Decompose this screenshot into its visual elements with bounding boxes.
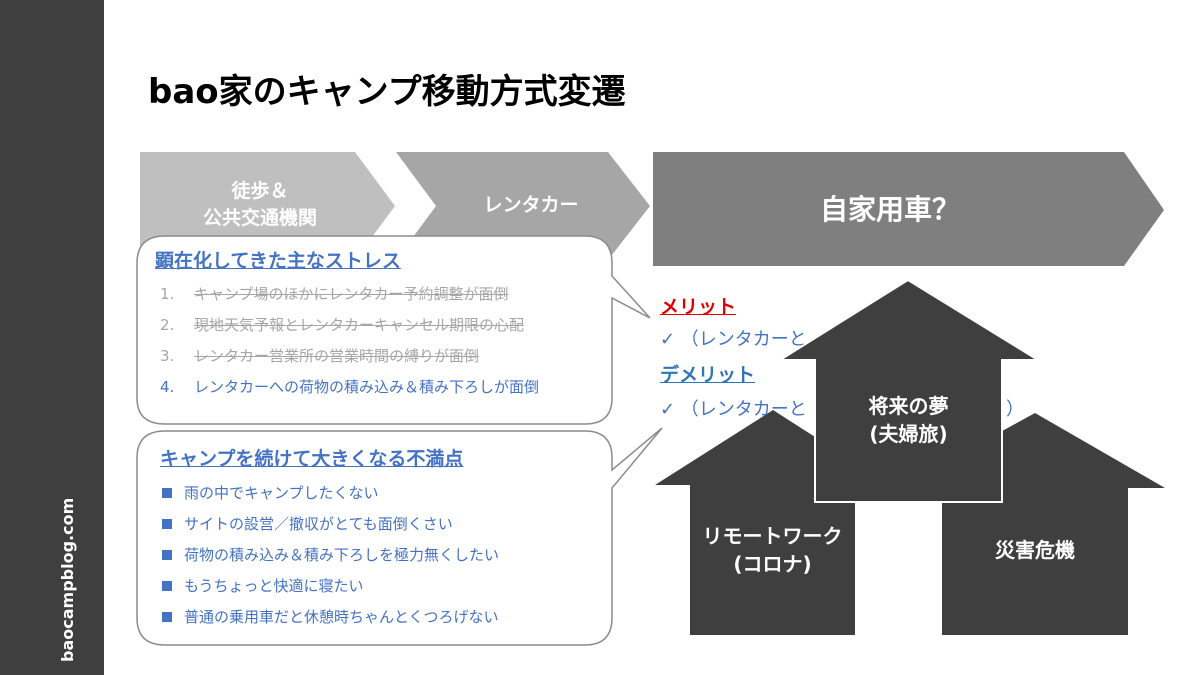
house-center-line2: (夫婦旅) (869, 422, 948, 446)
merit-title: メリット (660, 296, 737, 318)
sidebar: baocampblog.com (0, 0, 104, 675)
list-item: 雨の中でキャンプしたくない (162, 478, 499, 509)
stage-own-label: 自家用車？ (819, 192, 960, 226)
house-right-label: 災害危機 (995, 538, 1075, 562)
stage-rental-label: レンタカー (483, 193, 579, 216)
dissatisfaction-list: 雨の中でキャンプしたくない サイトの設営／撤収がとても面倒くさい 荷物の積み込み… (162, 478, 499, 633)
stress-list: 1.キャンプ場のほかにレンタカー予約調整が面倒 2.現地天気予報とレンタカーキャ… (160, 279, 539, 403)
stage-rental-chevron (396, 152, 650, 260)
square-bullet-icon (162, 612, 172, 622)
list-item: 4.レンタカーへの荷物の積み込み＆積み下ろしが面倒 (160, 378, 540, 396)
dissatisfaction-title: キャンプを続けて大きくなる不満点 (160, 448, 464, 470)
demerit-line-tail: ） (1006, 399, 1024, 420)
page-title: bao家のキャンプ移動方式変遷 (148, 72, 626, 112)
stress-title: 顕在化してきた主なストレス (155, 250, 401, 272)
house-center-line1: 将来の夢 (868, 394, 949, 418)
square-bullet-icon (162, 581, 172, 591)
list-item: 普通の乗用車だと休憩時ちゃんとくつろげない (162, 602, 499, 633)
stage-walk-line2: 公共交通機関 (202, 207, 317, 229)
stage-walk-chevron (140, 152, 395, 260)
list-item: 荷物の積み込み＆積み下ろしを極力無くしたい (162, 540, 499, 571)
house-center-label: 将来の夢 (夫婦旅) (815, 385, 1002, 455)
demerit-title: デメリット (660, 364, 756, 386)
stage-own-chevron (653, 152, 1164, 266)
list-item: 3.レンタカー営業所の営業時間の縛りが面倒 (160, 347, 480, 365)
merit-line: ✓ （レンタカーと (660, 329, 807, 350)
stage-walk-line1: 徒歩＆ (231, 180, 289, 202)
house-center-overlay-shape (776, 278, 1042, 503)
house-left-line2: (コロナ) (733, 552, 812, 576)
stage-walk-label: 徒歩＆ 公共交通機関 (140, 165, 380, 245)
house-left-line1: リモートワーク (702, 524, 843, 548)
list-item: 2.現地天気予報とレンタカーキャンセル期限の心配 (160, 316, 525, 334)
square-bullet-icon (162, 519, 172, 529)
demerit-line: ✓ （レンタカーと (660, 399, 807, 420)
house-left-label: リモートワーク (コロナ) (690, 515, 855, 585)
list-item: もうちょっと快適に寝たい (162, 571, 499, 602)
list-item: 1.キャンプ場のほかにレンタカー予約調整が面倒 (160, 285, 509, 303)
list-item: サイトの設営／撤収がとても面倒くさい (162, 509, 499, 540)
square-bullet-icon (162, 488, 172, 498)
stress-bubble (136, 235, 651, 425)
square-bullet-icon (162, 550, 172, 560)
dissatisfaction-bubble (136, 427, 663, 646)
